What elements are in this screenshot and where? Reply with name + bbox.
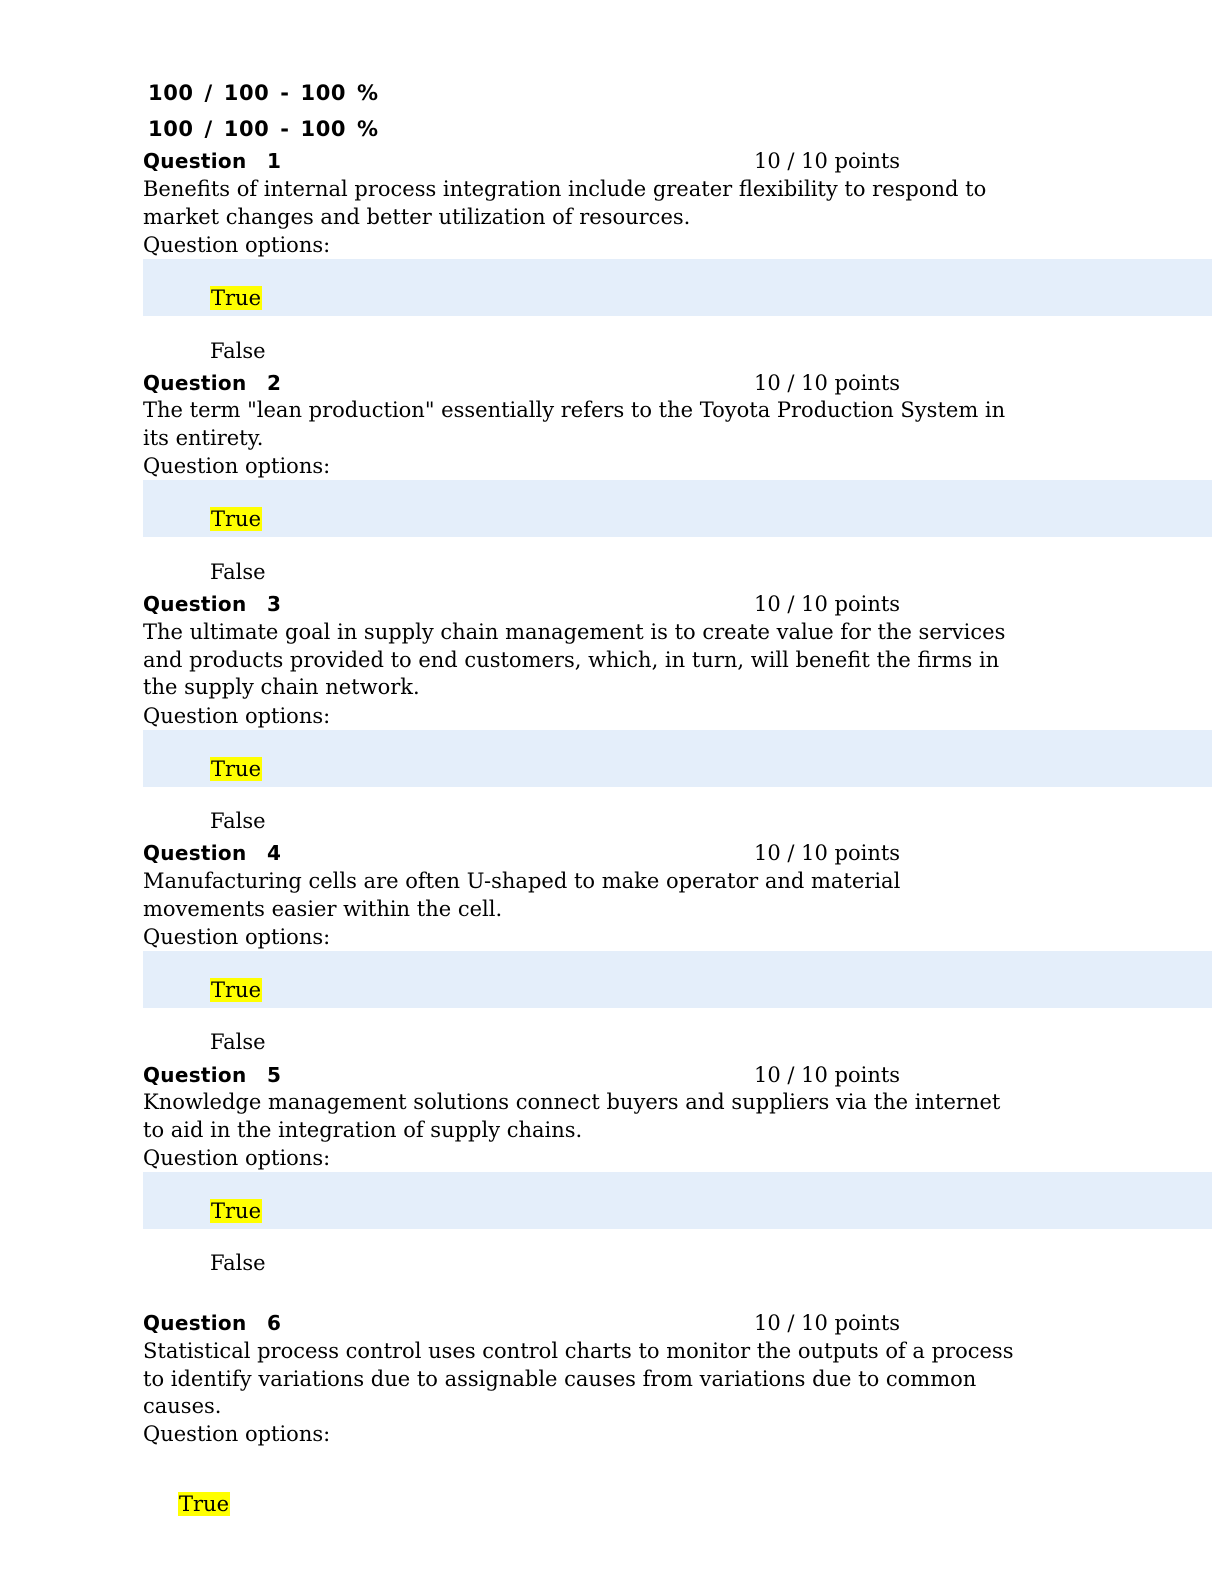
question-3-selected-band <box>143 730 1212 787</box>
score-summary-1: 100 / 100 - 100 % <box>148 81 379 105</box>
question-1-option-false[interactable]: False <box>210 339 266 363</box>
question-3-points: 10 / 10 points <box>754 592 901 616</box>
question-1-label: Question 1 <box>143 149 282 173</box>
question-1-text: Benefits of internal process integration… <box>143 177 987 229</box>
question-4-option-false[interactable]: False <box>210 1030 266 1054</box>
question-4-header: Question 4 10 / 10 points <box>143 840 1143 866</box>
question-4-option-true[interactable]: True <box>210 977 262 1003</box>
question-1-selected-band <box>143 259 1212 316</box>
question-5-option-true-label: True <box>210 1199 262 1223</box>
question-1-header: Question 1 10 / 10 points <box>143 148 1143 174</box>
question-2-option-true-label: True <box>210 507 262 531</box>
question-4-label: Question 4 <box>143 841 282 865</box>
question-2-option-false[interactable]: False <box>210 560 266 584</box>
question-4-points: 10 / 10 points <box>754 841 901 865</box>
question-6-option-true-label: True <box>178 1492 230 1516</box>
question-5-option-false[interactable]: False <box>210 1251 266 1275</box>
question-6-text: Statistical process control uses control… <box>143 1339 1014 1419</box>
question-3-header: Question 3 10 / 10 points <box>143 591 1143 617</box>
question-6-options-label: Question options: <box>143 1422 331 1446</box>
question-5-points: 10 / 10 points <box>754 1063 901 1087</box>
question-2-selected-band <box>143 480 1212 537</box>
question-6-points: 10 / 10 points <box>754 1311 901 1335</box>
question-5-header: Question 5 10 / 10 points <box>143 1062 1143 1088</box>
question-3-option-true-label: True <box>210 757 262 781</box>
question-1-options-label: Question options: <box>143 233 331 257</box>
question-2-points: 10 / 10 points <box>754 371 901 395</box>
question-5-options-label: Question options: <box>143 1146 331 1170</box>
question-6-header: Question 6 10 / 10 points <box>143 1310 1143 1336</box>
question-3-options-label: Question options: <box>143 704 331 728</box>
question-6-option-true[interactable]: True <box>178 1491 230 1517</box>
question-5-selected-band <box>143 1172 1212 1229</box>
question-2-header: Question 2 10 / 10 points <box>143 370 1143 396</box>
question-3-label: Question 3 <box>143 592 282 616</box>
question-5-option-true[interactable]: True <box>210 1198 262 1224</box>
question-4-option-true-label: True <box>210 978 262 1002</box>
question-1-points: 10 / 10 points <box>754 149 901 173</box>
question-1-option-true[interactable]: True <box>210 285 262 311</box>
question-4-options-label: Question options: <box>143 925 331 949</box>
question-3-option-false[interactable]: False <box>210 809 266 833</box>
question-2-text: The term "lean production" essentially r… <box>143 398 1006 450</box>
question-3-text: The ultimate goal in supply chain manage… <box>143 620 1006 700</box>
question-1-option-true-label: True <box>210 286 262 310</box>
question-4-text: Manufacturing cells are often U-shaped t… <box>143 869 901 921</box>
question-2-label: Question 2 <box>143 371 282 395</box>
question-6-label: Question 6 <box>143 1311 282 1335</box>
question-3-option-true[interactable]: True <box>210 756 262 782</box>
question-2-option-true[interactable]: True <box>210 506 262 532</box>
question-2-options-label: Question options: <box>143 454 331 478</box>
question-5-label: Question 5 <box>143 1063 282 1087</box>
question-5-text: Knowledge management solutions connect b… <box>143 1090 1001 1142</box>
question-4-selected-band <box>143 951 1212 1008</box>
score-summary-2: 100 / 100 - 100 % <box>148 117 379 141</box>
